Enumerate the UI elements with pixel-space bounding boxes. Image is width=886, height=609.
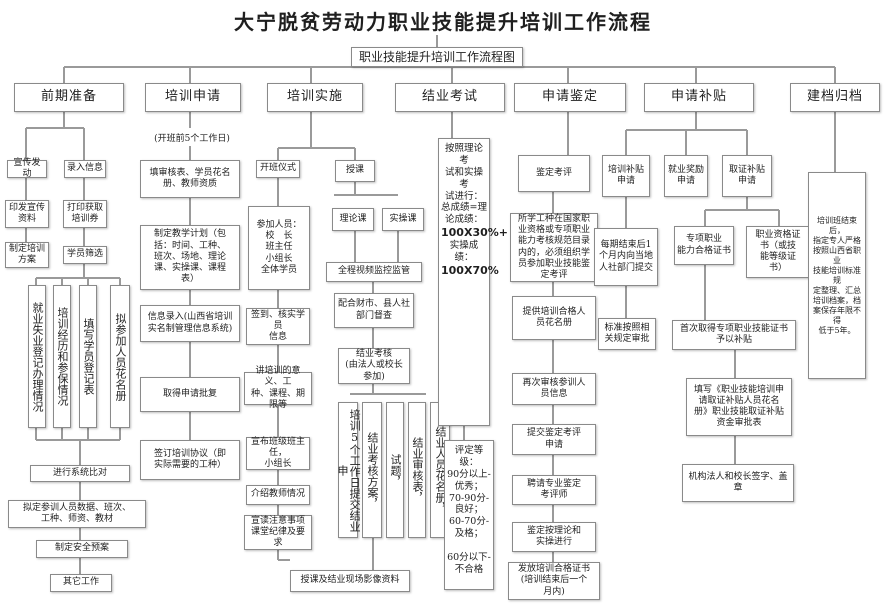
apply-teaching-plan: 制定教学计划（包 括：时间、工种、 班次、场地、理论 课、实操课、课程 表） [140,225,240,290]
exam-grading-levels: 评定等 级： 90分以上- 优秀； 70-90分- 良好； 60-70分- 及格… [444,440,494,590]
exam-method-text-b: 实操成绩： [449,239,479,263]
apply-get-approval: 取得申请批复 [140,377,240,412]
impl-submit-application: 培训5个工作日提交结业申 [336,402,361,538]
prep-roster: 拟参加人员花名册 [110,285,130,428]
apply-info-entry: 信息录入(山西省培训 实名制管理信息系统) [140,305,240,342]
exam-method-text-a: 按照理论考 试和实操考 试进行： 总成绩=理 论成绩： [441,143,487,226]
column-apply: 培训申请 [145,83,241,112]
apply-sign-agreement: 签订培训协议（即 实际需要的工种） [140,440,240,480]
subsidy-fill-form: 填写《职业技能培训申 请取证补贴人员花名 册》职业技能取证补贴 资金审批表 [686,378,792,436]
appraise-evaluate: 鉴定考评 [518,155,590,192]
impl-theory-course: 理论课 [332,208,374,231]
prep-other-work: 其它工作 [50,574,112,592]
subsidy-training-apply: 培训补贴 申请 [602,155,650,197]
impl-exam-questions: 试题， [386,402,404,538]
exam-scoring-method: 按照理论考 试和实操考 试进行： 总成绩=理 论成绩： 100X30%+ 实操成… [438,138,508,426]
subsidy-qualification-certificate: 职业资格证 书（或技 能等级证 书） [746,226,810,278]
prep-publicize: 宣传发动 [7,158,47,179]
prep-system-compare: 进行系统比对 [30,465,130,482]
prep-safety-plan: 制定安全预案 [36,540,128,558]
prep-enter-info: 录入信息 [64,160,106,178]
impl-signin: 签到、核实学员 信息 [246,308,310,345]
subsidy-special-certificate: 专项职业 能力合格证书 [674,226,734,265]
apply-deadline-note: (开班前5个工作日) [154,134,230,144]
subsidy-approval-standard: 标准按照相 关规定审批 [598,318,656,350]
column-archive: 建档归档 [790,83,880,112]
exam-formula-b: 100X70% [441,263,499,277]
impl-final-assessment: 结业考核 (由法人或校长 参加) [338,348,410,384]
exam-formula-a: 100X30%+ [441,226,508,240]
appraise-review-info: 再次审核参训人 员信息 [512,373,596,405]
page-title: 大宁脱贫劳动力职业技能提升培训工作流程 [234,10,652,34]
archive-description: 培训班结束后， 指定专人严格 按照山西省职业 技能培训标准规 定整理、汇总 培训… [808,172,866,379]
impl-announce: 宣布班级班主任， 小组长 [246,437,310,470]
prep-print-materials: 印发宣传 资料 [5,200,49,228]
column-prep: 前期准备 [14,83,124,112]
subsidy-first-certificate: 首次取得专项职业技能证书 予以补贴 [672,320,796,350]
prep-draft-data: 拟定参训人员数据、班次、 工种、师资、教材 [8,500,146,528]
subsidy-submit-deadline: 每期结束后1 个月内向当地 人社部门提交 [594,228,658,286]
impl-lecture: 授课 [335,160,375,182]
appraise-submit-application: 提交鉴定考评 申请 [512,424,596,455]
flowchart-subtitle: 职业技能提升培训工作流程图 [351,47,523,67]
appraise-hire-examiner: 聘请专业鉴定 考评师 [512,475,596,505]
impl-review-form: 结业审核表， [408,402,426,538]
impl-video-archive: 授课及结业现场影像资料 [290,570,410,592]
prep-employment-record: 就业失业登记办理情况 [28,285,46,428]
prep-training-history: 培训经历和参保情况 [53,285,71,428]
column-exam: 结业考试 [395,83,505,112]
impl-opening-ceremony: 开班仪式 [256,160,300,178]
subsidy-employment-apply: 就业奖励 申请 [664,155,708,197]
impl-cooperate-inspection: 配合财市、县人社 部门督查 [334,293,414,328]
impl-introduce-teachers: 介绍教师情况 [246,485,310,505]
prep-screening: 学员筛选 [63,246,107,264]
subsidy-cert-apply: 取证补贴 申请 [722,155,772,197]
appraise-description: 所学工种在国家职 业资格或专项职业 能力考核规范目录 内的，必须组织学 员参加职… [510,213,598,282]
prep-print-training-voucher: 打印获取 培训券 [63,200,107,228]
impl-video-monitor: 全程视频监控监管 [326,262,422,282]
impl-attendees: 参加人员： 校 长 班主任 小组长 全体学员 [248,206,310,290]
appraise-conduct: 鉴定按理论和 实操进行 [512,522,596,552]
impl-discipline: 宣读注意事项 课堂纪律及要求 [244,515,312,550]
subsidy-sign-stamp: 机构法人和校长签字、盖 章 [682,464,794,502]
column-appraise: 申请鉴定 [514,83,626,112]
impl-practice-course: 实操课 [382,208,424,231]
impl-assessment-plan: 结业考核方案， [362,402,382,538]
apply-fill-forms: 填审核表、学员花名 册、教师资质 [140,160,240,198]
impl-explain: 讲培训的意义、工 种、课程、期限等 [244,366,312,410]
column-subsidy: 申请补贴 [644,83,754,112]
appraise-qualified-roster: 提供培训合格人 员花名册 [512,296,596,340]
column-implement: 培训实施 [267,83,363,112]
prep-registration-form: 填写学员登记表 [79,285,97,428]
prep-plan: 制定培训 方案 [5,242,49,268]
appraise-issue-certificate: 发放培训合格证书 (培训结束后一个 月内) [508,562,600,600]
